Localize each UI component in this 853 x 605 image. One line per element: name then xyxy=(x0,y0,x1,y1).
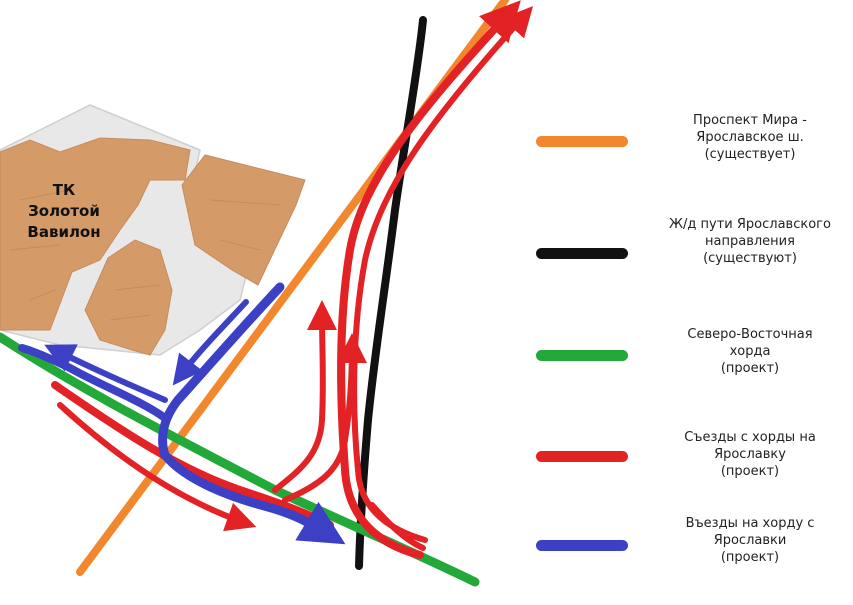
place-label-line: Золотой xyxy=(28,202,100,220)
exit-ramp-north-main xyxy=(337,0,521,559)
legend-item-prospekt: Проспект Мира - Ярославское ш. (существу… xyxy=(530,106,850,176)
legend-line: Съезды с хорды на xyxy=(684,430,816,445)
legend-text: Проспект Мира - Ярославское ш. (существу… xyxy=(654,112,846,163)
legend-line: (проект) xyxy=(720,361,780,376)
exit-ramp-south-inner xyxy=(282,333,367,503)
legend-line: Ярославское ш. xyxy=(696,130,804,145)
legend-line: (проект) xyxy=(720,464,780,479)
legend-line: направления xyxy=(705,234,795,249)
legend-swatch-black xyxy=(536,248,628,259)
legend-line: (проект) xyxy=(720,550,780,565)
legend-swatch-orange xyxy=(536,136,628,147)
legend-swatch-green xyxy=(536,350,628,361)
entry-ramps xyxy=(18,282,346,545)
entry-ramp-main xyxy=(158,282,346,545)
legend-line: (существует) xyxy=(704,147,796,162)
entry-ramp-west-arrow xyxy=(44,344,168,403)
legend-line: хорда xyxy=(729,344,771,359)
exit-ramp-chord-upper xyxy=(51,381,334,529)
legend-swatch-blue xyxy=(536,540,628,551)
legend-item-exits: Съезды с хорды на Ярославку (проект) xyxy=(530,424,850,494)
legend-line: Северо-Восточная xyxy=(687,327,813,342)
legend-line: Ярославку xyxy=(714,447,786,462)
legend-line: Ярославки xyxy=(713,533,787,548)
legend-text: Съезды с хорды на Ярославку (проект) xyxy=(654,429,846,480)
building-golden-babylon xyxy=(0,137,191,331)
place-label-line: ТК xyxy=(52,181,76,199)
exit-ramp-north-second xyxy=(351,6,534,543)
legend-item-railway: Ж/д пути Ярославского направления (сущес… xyxy=(530,213,850,283)
building-east xyxy=(181,154,306,286)
place-label-line: Вавилон xyxy=(27,223,101,241)
buildings xyxy=(0,137,306,356)
railway-line xyxy=(355,16,427,570)
building-south xyxy=(84,239,173,356)
legend-line: Ж/д пути Ярославского xyxy=(669,217,831,232)
legend-text: Ж/д пути Ярославского направления (сущес… xyxy=(654,216,846,267)
legend-line: Проспект Мира - xyxy=(693,113,807,128)
legend-item-entries: Въезды на хорду с Ярославки (проект) xyxy=(530,510,850,580)
legend-item-chord: Северо-Восточная хорда (проект) xyxy=(530,320,850,390)
exit-ramp-chord-lower xyxy=(57,402,257,532)
exit-ramp-south-loop xyxy=(272,300,338,493)
legend-swatch-red xyxy=(536,451,628,462)
legend-text: Северо-Восточная хорда (проект) xyxy=(654,326,846,377)
entry-ramp-upper-arrow xyxy=(172,299,249,386)
place-label-golden-babylon: ТК Золотой Вавилон xyxy=(14,180,114,243)
building-texture xyxy=(9,189,281,321)
chord-line xyxy=(0,332,480,587)
exit-ramp-right-tail xyxy=(369,502,426,551)
legend-line: Въезды на хорду с xyxy=(685,516,815,531)
legend-text: Въезды на хорду с Ярославки (проект) xyxy=(654,515,846,566)
legend-line: (существуют) xyxy=(703,251,797,266)
